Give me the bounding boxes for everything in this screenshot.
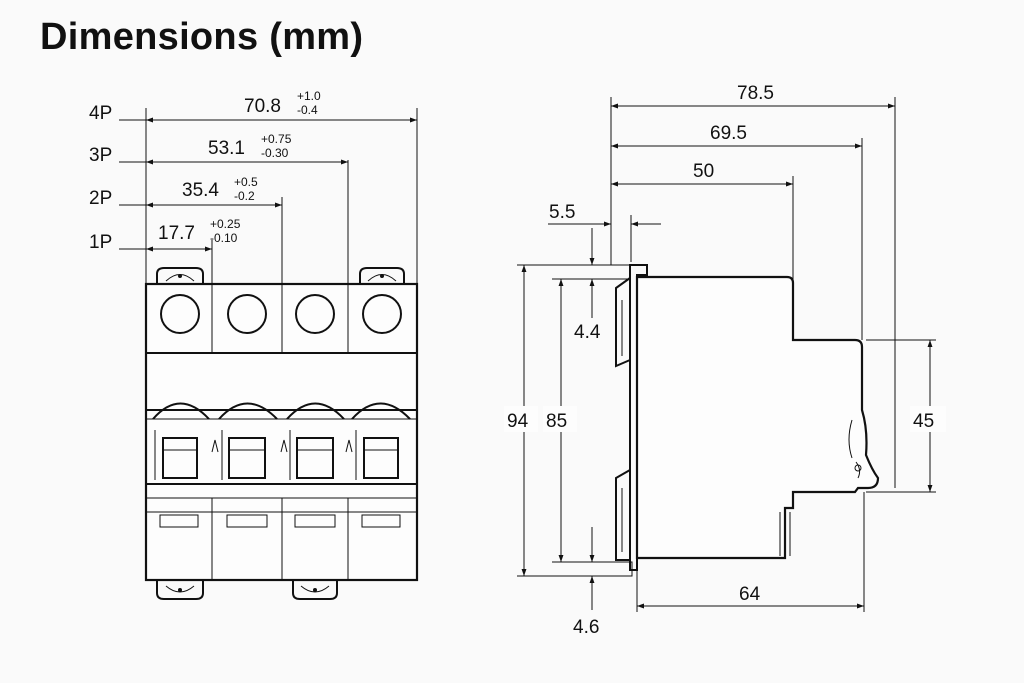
pole-dim-3p: 3P 53.1 +0.75 -0.30 bbox=[89, 132, 348, 166]
page-title: Dimensions (mm) bbox=[40, 16, 364, 58]
front-view: 4P 70.8 +1.0 -0.4 3P 53.1 +0.75 -0.30 2P… bbox=[89, 89, 419, 600]
bottom-clip-right bbox=[292, 580, 338, 600]
toggle-windows bbox=[154, 430, 399, 480]
pole-width-3p: 53.1 bbox=[208, 138, 245, 159]
top-gap: 4.4 bbox=[574, 322, 601, 343]
pole-tol-plus-1p: +0.25 bbox=[210, 217, 241, 231]
pole-tol-plus-3p: +0.75 bbox=[261, 132, 292, 146]
height-front: 45 bbox=[913, 411, 934, 432]
pole-tol-minus-3p: -0.30 bbox=[261, 146, 289, 160]
top-clip-right bbox=[359, 267, 405, 284]
top-clip-left bbox=[156, 267, 204, 284]
terminal-screw-4 bbox=[362, 294, 402, 334]
pole-label-1p: 1P bbox=[89, 232, 112, 253]
pole-tol-minus-1p: -0.10 bbox=[210, 231, 238, 245]
pole-tol-plus-4p: +1.0 bbox=[297, 89, 321, 103]
pole-tol-minus-2p: -0.2 bbox=[234, 189, 255, 203]
pole-width-1p: 17.7 bbox=[158, 223, 195, 244]
bottom-gap: 4.6 bbox=[573, 617, 599, 638]
pole-label-4p: 4P bbox=[89, 103, 112, 124]
height-body: 85 bbox=[546, 411, 567, 432]
pole-dim-2p: 2P 35.4 +0.5 -0.2 bbox=[89, 175, 282, 209]
side-view: 78.5 69.5 50 5.5 4.4 94 85 4.6 bbox=[504, 83, 946, 638]
pole-width-2p: 35.4 bbox=[182, 180, 219, 201]
terminal-screw-2 bbox=[227, 294, 267, 334]
pole-tol-minus-4p: -0.4 bbox=[297, 103, 318, 117]
base-depth: 64 bbox=[739, 584, 761, 605]
rail-offset: 5.5 bbox=[549, 202, 575, 223]
breaker-side-body bbox=[635, 275, 880, 560]
pole-tol-plus-2p: +0.5 bbox=[234, 175, 258, 189]
terminal-screw-1 bbox=[160, 294, 200, 334]
pole-dim-4p: 4P 70.8 +1.0 -0.4 bbox=[89, 89, 417, 124]
pole-label-2p: 2P bbox=[89, 188, 112, 209]
pole-dim-1p: 1P 17.7 +0.25 -0.10 bbox=[89, 217, 241, 253]
pole-width-4p: 70.8 bbox=[244, 96, 281, 117]
width-step: 50 bbox=[693, 161, 714, 182]
width-overall: 78.5 bbox=[737, 83, 774, 104]
bottom-clip-left bbox=[156, 580, 204, 600]
handle-arcs bbox=[152, 402, 411, 420]
terminal-screw-3 bbox=[295, 294, 335, 334]
width-front: 69.5 bbox=[710, 123, 747, 144]
pole-label-3p: 3P bbox=[89, 145, 112, 166]
height-overall: 94 bbox=[507, 411, 529, 432]
